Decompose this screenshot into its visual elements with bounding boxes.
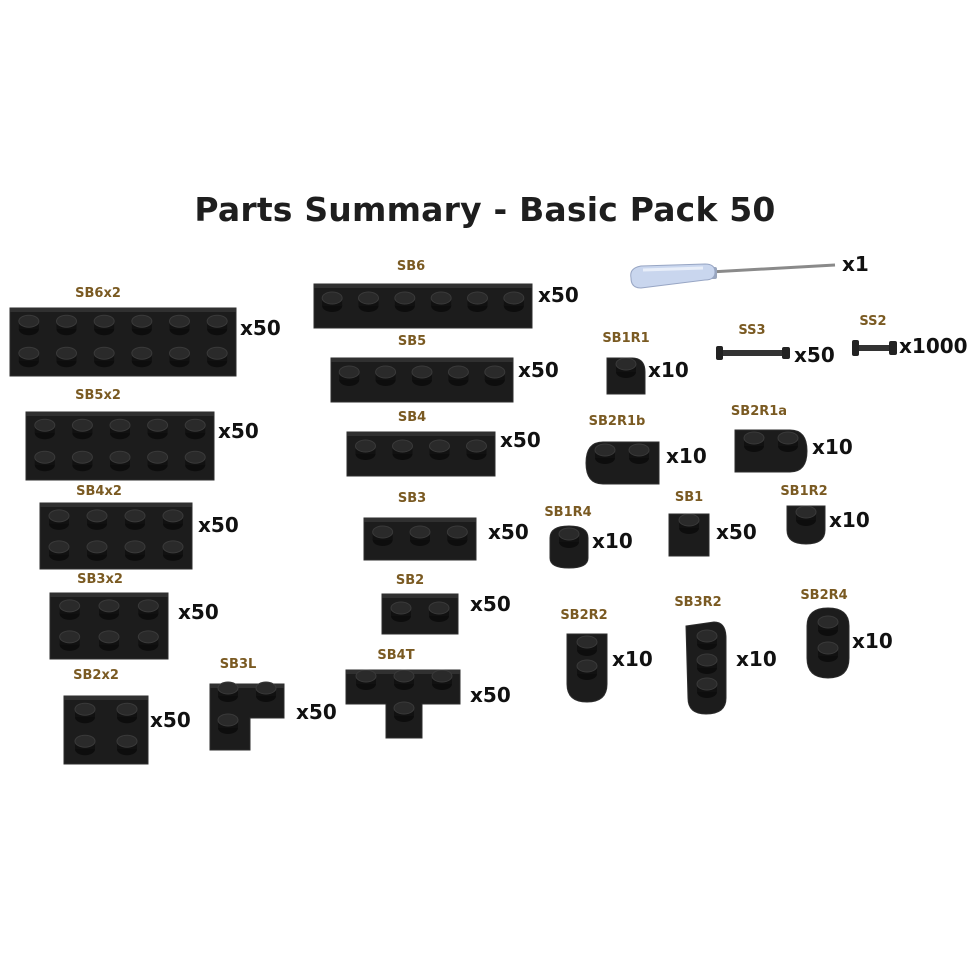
quantity-label: x50	[794, 343, 835, 367]
quantity-label: x50	[518, 358, 559, 382]
quantity-label: x10	[648, 358, 689, 382]
part-code-label: SB6x2	[75, 286, 121, 301]
part-code-label: SS2	[859, 314, 887, 329]
part-code-label: SB3x2	[77, 572, 123, 587]
part-code-label: SB4x2	[76, 484, 122, 499]
part-code-label: SS3	[738, 323, 766, 338]
brick-2x1-rounded-icon	[585, 441, 660, 485]
quantity-label: x10	[829, 508, 870, 532]
brick-5x2-icon	[25, 411, 215, 481]
brick-T-icon	[345, 669, 461, 739]
page-title: Parts Summary - Basic Pack 50	[194, 190, 776, 229]
quantity-label: x1	[842, 252, 869, 276]
quantity-label: x50	[488, 520, 529, 544]
part-code-label: SB1	[674, 490, 704, 505]
part-code-label: SB4	[397, 410, 427, 425]
quantity-label: x10	[852, 629, 893, 653]
part-code-label: SB1R4	[544, 505, 592, 520]
screw-icon	[852, 340, 897, 356]
brick-2x2-icon	[63, 695, 149, 765]
brick-1x1-rounded-icon	[606, 357, 646, 395]
part-code-label: SB3R2	[674, 595, 722, 610]
brick-2x1-vertical-rounded-icon	[566, 633, 608, 703]
part-code-label: SB2R1a	[730, 404, 788, 419]
quantity-label: x50	[198, 513, 239, 537]
quantity-label: x10	[666, 444, 707, 468]
brick-6x2-icon	[9, 307, 237, 377]
screw-icon	[716, 346, 790, 360]
quantity-label: x50	[500, 428, 541, 452]
part-code-label: SB2	[395, 573, 425, 588]
part-code-label: SB2R4	[800, 588, 848, 603]
brick-L-icon	[209, 681, 285, 751]
brick-6x1-icon	[313, 283, 533, 329]
quantity-label: x50	[538, 283, 579, 307]
brick-2x1-rounded-icon	[734, 429, 808, 473]
brick-3x1-icon	[363, 517, 477, 561]
brick-1x1-rounded-icon	[786, 505, 826, 545]
part-code-label: SB5	[397, 334, 427, 349]
part-code-label: SB6	[396, 259, 426, 274]
quantity-label: x50	[296, 700, 337, 724]
quantity-label: x50	[218, 419, 259, 443]
part-code-label: SB1R1	[602, 331, 650, 346]
part-code-label: SB4T	[377, 648, 415, 663]
brick-3x2-icon	[49, 592, 169, 660]
quantity-label: x50	[470, 683, 511, 707]
part-code-label: SB5x2	[75, 388, 121, 403]
brick-round-icon	[549, 525, 589, 569]
brick-1x1-icon	[668, 513, 710, 557]
brick-4x1-icon	[346, 431, 496, 477]
part-code-label: SB1R2	[780, 484, 828, 499]
quantity-label: x10	[812, 435, 853, 459]
brick-2x1-icon	[381, 593, 459, 635]
quantity-label: x10	[612, 647, 653, 671]
brick-5x1-icon	[330, 357, 514, 403]
brick-2x1-vertical-round-icon	[806, 607, 850, 679]
quantity-label: x50	[178, 600, 219, 624]
quantity-label: x50	[470, 592, 511, 616]
screwdriver-icon	[630, 263, 836, 289]
quantity-label: x10	[736, 647, 777, 671]
part-code-label: SB2x2	[73, 668, 119, 683]
quantity-label: x50	[240, 316, 281, 340]
quantity-label: x1000	[899, 334, 968, 358]
brick-3x1-vertical-rounded-icon	[685, 621, 727, 715]
part-code-label: SB2R2	[560, 608, 608, 623]
quantity-label: x50	[150, 708, 191, 732]
quantity-label: x50	[716, 520, 757, 544]
quantity-label: x10	[592, 529, 633, 553]
part-code-label: SB2R1b	[588, 414, 646, 429]
part-code-label: SB3L	[219, 657, 257, 672]
part-code-label: SB3	[397, 491, 427, 506]
brick-4x2-icon	[39, 502, 193, 570]
